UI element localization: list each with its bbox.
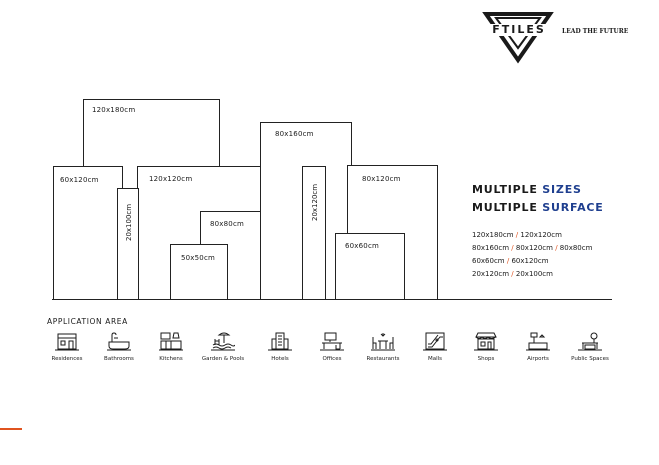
tile-label: 120x120cm <box>149 175 193 183</box>
brand-tagline: LEAD THE FUTURE <box>562 28 629 35</box>
tile-label: 60x60cm <box>345 242 380 250</box>
application-label: Airports <box>527 356 549 362</box>
spec-size: 60x120cm <box>511 257 549 265</box>
headline-plain: MULTIPLE <box>472 183 538 196</box>
spec-line: 120x180cm / 120x120cm <box>472 231 562 239</box>
tile-label: 120x180cm <box>92 106 136 114</box>
application-item-restaurants: Restaurants <box>355 331 411 362</box>
headline-surface: MULTIPLE SURFACE <box>472 201 604 214</box>
application-item-residences: Residences <box>39 331 95 362</box>
spec-line: 80x160cm / 80x120cm / 80x80cm <box>472 244 593 252</box>
spec-size: 120x120cm <box>520 231 562 239</box>
application-item-malls: Malls <box>407 331 463 362</box>
tile-20x100: 20x100cm <box>117 188 139 300</box>
headline-plain: MULTIPLE <box>472 201 538 214</box>
application-label: Restaurants <box>366 356 400 362</box>
brand-logo <box>478 8 558 64</box>
spec-size: 20x100cm <box>515 270 553 278</box>
floor-line <box>52 299 612 300</box>
application-item-kitchens: Kitchens <box>143 331 199 362</box>
application-label: Residences <box>51 356 83 362</box>
application-item-airports: Airports <box>510 331 566 362</box>
application-label: Shops <box>477 356 495 362</box>
headline-accent: SIZES <box>542 183 582 196</box>
spec-size: 80x160cm <box>472 244 510 252</box>
spec-size: 20x120cm <box>472 270 510 278</box>
application-item-offices: Offices <box>304 331 360 362</box>
application-item-bathrooms: Bathrooms <box>91 331 147 362</box>
tile-label: 60x120cm <box>60 176 99 184</box>
tile-label: 80x80cm <box>210 220 245 228</box>
application-label: Malls <box>427 356 443 362</box>
tile-label: 80x160cm <box>275 130 314 138</box>
tile-label: 20x100cm <box>125 203 133 241</box>
application-label: Garden & Pools <box>201 356 245 362</box>
pool-icon <box>211 332 235 351</box>
house-icon <box>55 333 79 351</box>
application-label: Hotels <box>271 356 289 362</box>
tile-label: 50x50cm <box>181 254 216 262</box>
application-label: Kitchens <box>159 356 183 362</box>
office-desk-icon <box>320 332 344 351</box>
spec-size: 80x80cm <box>559 244 593 252</box>
public-space-icon <box>578 332 602 351</box>
accent-bar <box>0 428 22 430</box>
tile-label: 20x120cm <box>311 183 319 221</box>
escalator-icon <box>423 332 447 351</box>
spec-size: 120x180cm <box>472 231 514 239</box>
kitchen-icon <box>159 332 183 351</box>
tile-50x50: 50x50cm <box>170 244 228 300</box>
spec-size: 80x120cm <box>515 244 553 252</box>
application-item-shops: Shops <box>458 331 514 362</box>
hotel-icon <box>268 332 292 351</box>
bathtub-icon <box>107 332 131 351</box>
headline-accent: SURFACE <box>542 201 604 214</box>
application-label: Public Spaces <box>571 356 609 362</box>
brand-name: FTILES <box>481 24 557 36</box>
spec-line: 20x120cm / 20x100cm <box>472 270 553 278</box>
tile-60x60: 60x60cm <box>335 233 405 300</box>
application-item-hotels: Hotels <box>252 331 308 362</box>
spec-line: 60x60cm / 60x120cm <box>472 257 549 265</box>
application-area-title: APPLICATION AREA <box>47 317 128 326</box>
airport-tower-icon <box>526 332 550 351</box>
application-item-public-spaces: Public Spaces <box>562 331 618 362</box>
application-label: Offices <box>322 356 342 362</box>
headline-sizes: MULTIPLE SIZES <box>472 183 582 196</box>
diamond-logo-icon <box>482 12 554 64</box>
application-label: Bathrooms <box>104 356 134 362</box>
tile-60x120: 60x120cm <box>53 166 123 300</box>
spec-size: 60x60cm <box>472 257 505 265</box>
tile-label: 80x120cm <box>362 175 401 183</box>
application-item-garden-pools: Garden & Pools <box>195 331 251 362</box>
restaurant-icon <box>371 333 395 351</box>
shop-icon <box>474 332 498 351</box>
tile-20x120: 20x120cm <box>302 166 326 300</box>
